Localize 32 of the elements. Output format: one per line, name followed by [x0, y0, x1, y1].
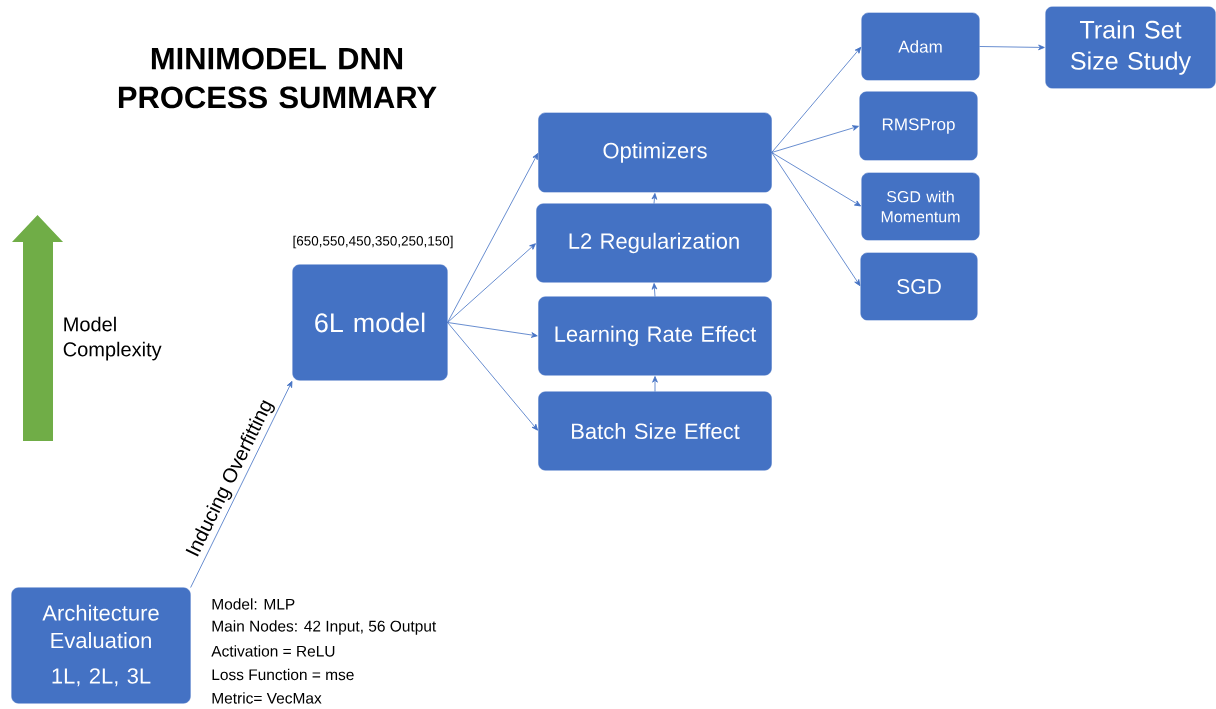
arrow — [771, 125, 859, 153]
arrow — [771, 152, 861, 207]
process-box: Train Set Size Study — [1045, 6, 1216, 89]
layer-sizes: [650,550,450,350,250,150] — [293, 235, 453, 249]
arrow — [771, 46, 862, 153]
process-box: RMSProp — [859, 91, 978, 161]
process-box: Architecture Evaluation 1L, 2L, 3L — [11, 587, 191, 704]
title: MINIMODEL DNN PROCESS SUMMARY — [118, 47, 437, 109]
process-box: Adam — [861, 12, 980, 81]
arrow — [651, 193, 658, 204]
process-box: L2 Regularization — [536, 203, 772, 283]
arrow — [447, 322, 538, 338]
arrow — [651, 283, 658, 297]
arrow — [771, 152, 861, 287]
arrow — [652, 376, 658, 392]
arrow — [979, 44, 1045, 51]
arrow — [447, 153, 539, 323]
spec-text: Main Nodes: 42 Input, 56 Output — [212, 620, 437, 635]
process-box: SGD with Momentum — [861, 172, 980, 241]
process-box: Optimizers — [538, 112, 772, 193]
axis-label: Model Complexity — [63, 316, 162, 361]
arrow — [447, 322, 539, 431]
process-box: Learning Rate Effect — [538, 296, 772, 376]
arrow — [447, 243, 536, 323]
spec-text: Model: MLP — [212, 598, 295, 610]
process-box: 6L model — [292, 264, 448, 381]
arrow — [190, 381, 293, 588]
process-box: Batch Size Effect — [538, 391, 772, 471]
spec-text: Loss Function = mse — [212, 668, 354, 681]
spec-text: Activation = ReLU — [211, 645, 335, 657]
spec-text: Metric= VecMax — [212, 692, 322, 704]
process-box: SGD — [860, 252, 978, 321]
